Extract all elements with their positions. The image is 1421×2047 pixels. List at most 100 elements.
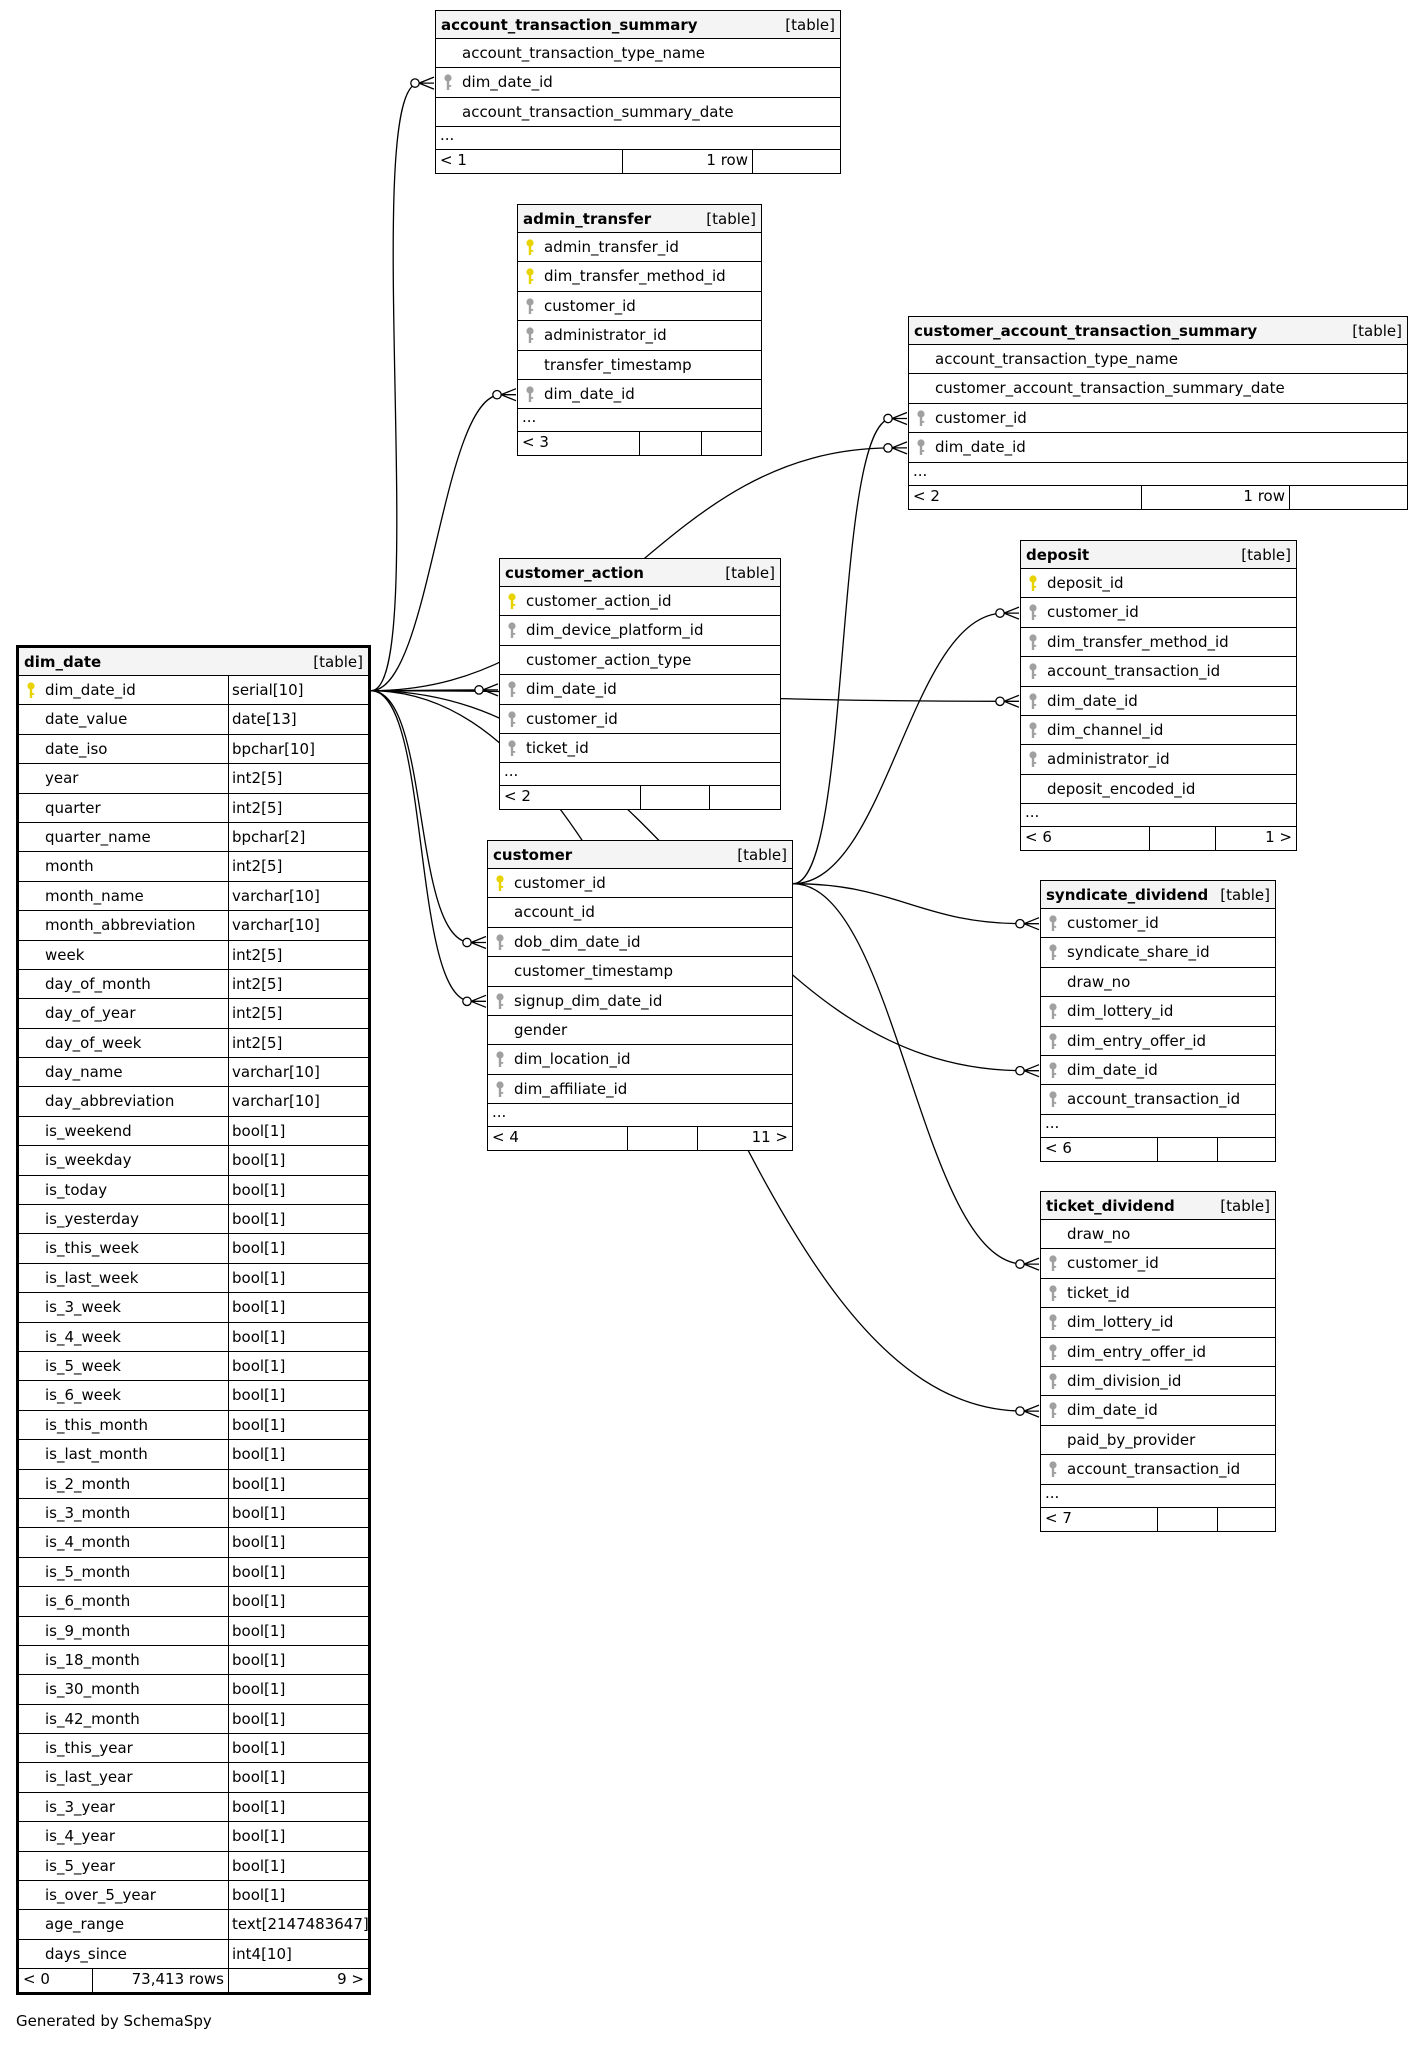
column-row[interactable]: dim_date_id xyxy=(436,68,840,98)
column-row[interactable]: customer_id xyxy=(1041,909,1275,939)
column-row[interactable]: dim_lottery_id xyxy=(1041,997,1275,1027)
column-row[interactable]: dim_division_id xyxy=(1041,1367,1275,1397)
table-customer-account-transaction-summary[interactable]: customer_account_transaction_summary[tab… xyxy=(908,316,1408,510)
column-row[interactable]: account_transaction_id xyxy=(1041,1455,1275,1485)
column-row[interactable]: customer_timestamp xyxy=(488,957,792,987)
column-row[interactable]: account_transaction_summary_date xyxy=(436,98,840,128)
column-row[interactable]: dim_date_id xyxy=(1021,687,1296,716)
column-row[interactable]: customer_action_id xyxy=(500,587,780,617)
column-row[interactable]: dim_transfer_method_id xyxy=(518,262,761,292)
column-row[interactable]: dim_affiliate_id xyxy=(488,1075,792,1105)
column-row[interactable]: draw_no xyxy=(1041,1220,1275,1250)
column-row[interactable]: dim_entry_offer_id xyxy=(1041,1338,1275,1367)
column-row[interactable]: administrator_id xyxy=(1021,745,1296,775)
column-row[interactable]: administrator_id xyxy=(518,321,761,351)
column-row[interactable]: deposit_encoded_id xyxy=(1021,775,1296,805)
column-row[interactable]: dim_date_id xyxy=(500,675,780,705)
column-row[interactable]: transfer_timestamp xyxy=(518,351,761,380)
column-row[interactable]: customer_id xyxy=(1021,598,1296,628)
column-row[interactable]: dim_channel_id xyxy=(1021,716,1296,746)
column-row[interactable]: dim_entry_offer_id xyxy=(1041,1027,1275,1056)
column-row[interactable]: gender xyxy=(488,1016,792,1046)
column-row[interactable]: account_id xyxy=(488,898,792,928)
column-row[interactable]: customer_id xyxy=(1041,1249,1275,1279)
column-row[interactable]: paid_by_provider xyxy=(1041,1426,1275,1456)
column-row[interactable]: dim_lottery_id xyxy=(1041,1308,1275,1338)
column-row[interactable]: signup_dim_date_id xyxy=(488,987,792,1016)
column-row[interactable]: dim_date_id xyxy=(1041,1056,1275,1086)
column-row[interactable]: dim_date_id xyxy=(909,433,1407,463)
column-row[interactable]: admin_transfer_id xyxy=(518,233,761,263)
column-row[interactable]: deposit_id xyxy=(1021,569,1296,599)
column-row[interactable]: customer_id xyxy=(518,292,761,322)
column-row[interactable]: account_transaction_id xyxy=(1041,1085,1275,1115)
column-row[interactable]: customer_id xyxy=(488,869,792,899)
column-row[interactable]: customer_action_type xyxy=(500,646,780,676)
column-row[interactable]: account_transaction_type_name xyxy=(909,345,1407,375)
column-row[interactable]: account_transaction_id xyxy=(1021,657,1296,687)
table-customer-action[interactable]: customer_action[table]customer_action_id… xyxy=(499,558,781,811)
column-row[interactable]: dim_location_id xyxy=(488,1045,792,1075)
column-row[interactable]: dob_dim_date_id xyxy=(488,928,792,958)
column-row[interactable]: customer_account_transaction_summary_dat… xyxy=(909,374,1407,404)
column-row[interactable]: dim_date_id xyxy=(1041,1396,1275,1426)
column-row[interactable]: draw_no xyxy=(1041,968,1275,998)
column-row[interactable]: syndicate_share_id xyxy=(1041,938,1275,968)
column-row[interactable]: account_transaction_type_name xyxy=(436,39,840,69)
table-account-transaction-summary[interactable]: account_transaction_summary[table]accoun… xyxy=(435,10,841,175)
column-row[interactable]: ticket_id xyxy=(500,734,780,764)
column-row[interactable]: ticket_id xyxy=(1041,1279,1275,1309)
column-row[interactable]: customer_id xyxy=(500,705,780,734)
column-row[interactable]: customer_id xyxy=(909,404,1407,434)
column-row[interactable]: dim_device_platform_id xyxy=(500,616,780,646)
column-row[interactable]: dim_date_id xyxy=(518,380,761,410)
